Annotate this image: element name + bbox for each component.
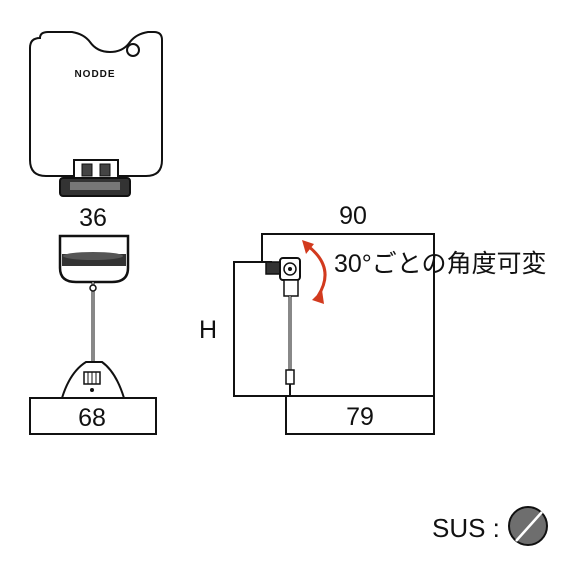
material-legend: SUS : (432, 506, 548, 546)
card-holder (29, 31, 163, 177)
side-clip-head (265, 257, 301, 297)
base-depth-dimension: 79 (346, 403, 374, 431)
side-view: 90 H 30°ごとの角度可変 79 (199, 202, 547, 435)
base-plate (29, 397, 157, 435)
rotation-arrowhead-bottom (312, 290, 324, 304)
rotation-arrow (307, 244, 327, 297)
clip-mechanism (59, 159, 131, 197)
front-view: NODDE 36 68 (29, 31, 163, 435)
hanging-hole (126, 43, 140, 57)
base-width-dimension: 68 (78, 404, 106, 432)
rotation-arrowhead-top (302, 240, 314, 254)
brand-logo: NODDE (74, 69, 115, 80)
material-label: SUS : (432, 513, 500, 543)
height-label: H (199, 316, 217, 344)
head-width-dimension: 36 (79, 204, 107, 232)
depth-dimension: 90 (339, 202, 367, 230)
height-bracket (233, 261, 286, 397)
angle-note: 30°ごとの角度可変 (334, 250, 547, 278)
side-base-plate (285, 395, 435, 435)
sus-material-swatch-icon (508, 506, 548, 546)
